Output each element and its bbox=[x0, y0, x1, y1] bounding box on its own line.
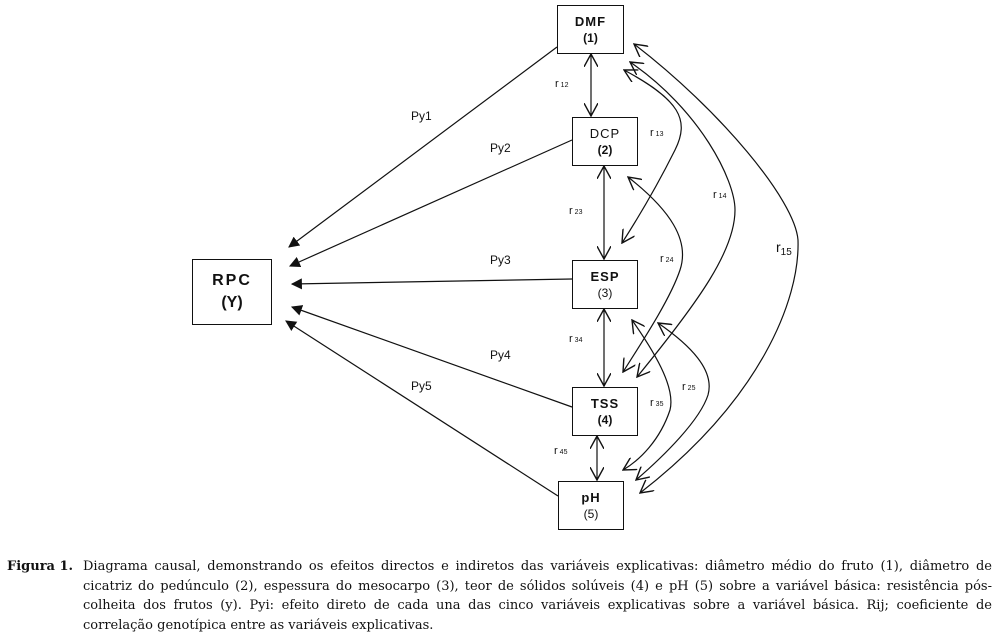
node-rpc-abbr: RPC bbox=[212, 272, 252, 289]
path-py4-arrow bbox=[290, 305, 573, 408]
node-ph: pH (5) bbox=[558, 481, 624, 530]
corr-r25-arrow bbox=[636, 323, 710, 480]
node-dmf: DMF (1) bbox=[557, 5, 624, 54]
diagram-connectors bbox=[285, 0, 799, 497]
path-py1-arrow bbox=[288, 46, 558, 248]
node-ph-abbr: pH bbox=[581, 489, 601, 505]
path-py2-arrow bbox=[288, 139, 573, 267]
label-r15: r15 bbox=[776, 239, 792, 258]
node-dcp-num: (2) bbox=[597, 142, 613, 157]
corr-r15-arrow bbox=[634, 44, 799, 493]
node-dmf-num: (1) bbox=[583, 30, 598, 45]
label-py3: Py3 bbox=[490, 253, 511, 267]
path-py3-arrow bbox=[290, 278, 573, 290]
label-py2: Py2 bbox=[490, 141, 511, 155]
corr-r14-arrow bbox=[630, 62, 736, 377]
label-py4: Py4 bbox=[490, 348, 511, 362]
label-py1: Py1 bbox=[411, 109, 432, 123]
node-rpc-num: (Y) bbox=[221, 294, 243, 311]
node-dmf-abbr: DMF bbox=[574, 13, 607, 29]
node-rpc: RPC (Y) bbox=[192, 259, 272, 325]
node-tss-num: (4) bbox=[597, 412, 613, 427]
caption-body: Diagrama causal, demonstrando os efeitos… bbox=[83, 559, 992, 633]
node-dcp: DCP (2) bbox=[572, 117, 638, 166]
node-ph-num: (5) bbox=[583, 506, 599, 521]
node-dcp-abbr: DCP bbox=[589, 125, 621, 141]
node-esp: ESP (3) bbox=[572, 260, 638, 309]
node-tss: TSS (4) bbox=[572, 387, 638, 436]
node-esp-abbr: ESP bbox=[590, 268, 620, 284]
path-diagram: DMF (1) DCP (2) ESP (3) TSS (4) pH (5) R… bbox=[192, 0, 799, 530]
node-tss-abbr: TSS bbox=[590, 395, 620, 411]
path-py5-arrow bbox=[285, 320, 559, 497]
label-py5: Py5 bbox=[411, 379, 432, 393]
node-esp-num: (3) bbox=[597, 285, 613, 300]
figure-caption: Figura 1. Diagrama causal, demonstrando … bbox=[7, 557, 992, 635]
caption-head: Figura 1. bbox=[7, 559, 74, 574]
